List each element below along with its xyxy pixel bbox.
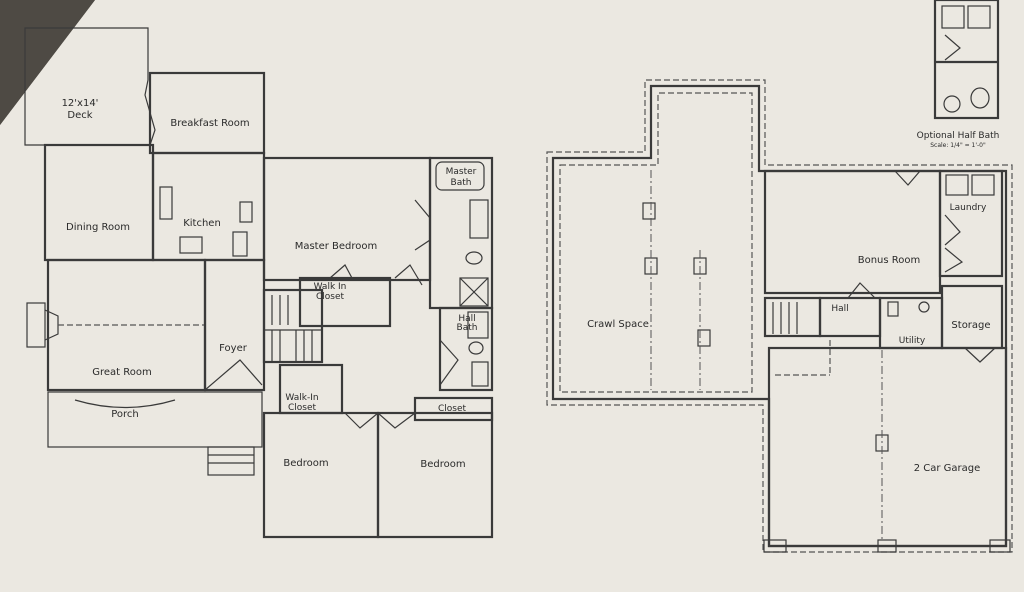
breakfast-room-label: Breakfast Room xyxy=(170,118,249,129)
walk-in-closet-2-label-line2: Closet xyxy=(288,403,317,413)
hall-label: Hall xyxy=(831,304,848,314)
closet xyxy=(413,396,494,422)
porch xyxy=(47,391,263,448)
closet-label: Closet xyxy=(438,404,467,414)
fireplace xyxy=(26,302,46,348)
walk-in-closet-2-label-line1: Walk-In xyxy=(285,393,318,403)
kitchen-label: Kitchen xyxy=(183,218,221,229)
optional-half-bath-inset xyxy=(933,0,1000,120)
bedroom-2-label: Bedroom xyxy=(420,459,465,470)
master-bath-label-line2: Bath xyxy=(451,178,472,188)
foyer-label: Foyer xyxy=(219,343,248,354)
porch-steps xyxy=(207,446,255,476)
basement-plan xyxy=(546,0,1013,553)
walk-in-closet-1 xyxy=(298,276,392,328)
utility-label: Utility xyxy=(899,336,926,346)
stairs xyxy=(262,288,324,364)
porch-label: Porch xyxy=(111,409,139,420)
walk-in-closet-1-label-line1: Walk In xyxy=(314,282,347,292)
great-room-label: Great Room xyxy=(92,367,152,378)
walk-in-closet-1-label-line2: Closet xyxy=(316,292,345,302)
laundry xyxy=(938,169,1004,278)
hall-bath xyxy=(438,306,494,392)
scale-label: Scale: 1/4" = 1'-0" xyxy=(930,142,986,149)
master-bath-label-line1: Master xyxy=(446,167,477,177)
garage-label: 2 Car Garage xyxy=(914,463,981,474)
bedroom-1-label: Bedroom xyxy=(283,458,328,469)
deck-label-line2: Deck xyxy=(67,110,92,121)
hall-bath-label-line1: Hall xyxy=(458,314,475,324)
optional-half-bath-label: Optional Half Bath xyxy=(917,131,1000,141)
garage xyxy=(767,346,1008,548)
crawl-space-label: Crawl Space xyxy=(587,319,649,330)
storage-label: Storage xyxy=(951,320,990,331)
deck-label-line1: 12'x14' xyxy=(62,98,99,109)
master-bedroom-label: Master Bedroom xyxy=(295,241,378,252)
bedroom-2 xyxy=(376,411,494,539)
dining-room-label: Dining Room xyxy=(66,222,130,233)
hall-bath-label-line2: Bath xyxy=(457,323,478,333)
main-floor-plan xyxy=(24,27,494,539)
bonus-room-label: Bonus Room xyxy=(858,255,921,266)
laundry-label: Laundry xyxy=(950,203,987,213)
